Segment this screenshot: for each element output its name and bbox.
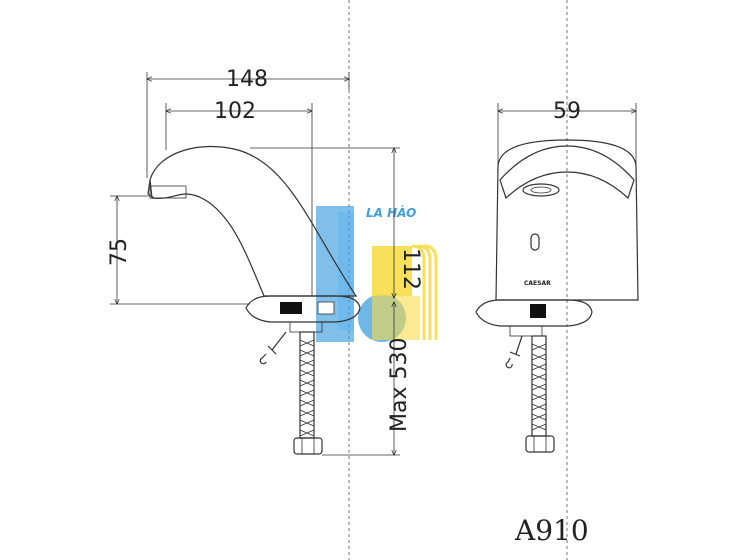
dim-label-530: Max 530 [387,338,412,432]
front-hose [525,335,555,453]
side-view: 148 102 75 112 Max 530 [107,67,423,455]
front-base-collar [475,299,593,337]
side-hose [293,331,323,455]
dim-label-112: 112 [398,248,423,290]
dim-label-102: 102 [214,99,256,124]
watermark-text: LA HÀO [366,205,416,220]
dim-label-75: 75 [107,238,132,266]
dim-label-148: 148 [226,67,268,92]
front-view: CAESAR 59 [475,99,639,453]
front-body [495,139,639,301]
front-brand-label: CAESAR [524,280,551,287]
side-base-collar [245,295,361,333]
model-label: A910 [514,514,589,547]
dim-label-59: 59 [553,99,581,124]
